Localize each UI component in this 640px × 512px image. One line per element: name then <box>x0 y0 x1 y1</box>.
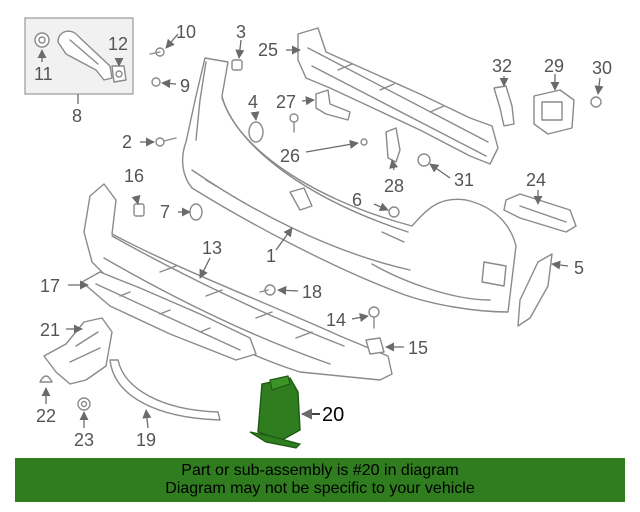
part-20-highlighted[interactable] <box>249 375 302 449</box>
callout-13: 13 <box>202 238 222 258</box>
banner-line-1: Part or sub-assembly is #20 in diagram <box>181 462 459 479</box>
callout-15: 15 <box>408 338 428 358</box>
callout-21: 21 <box>40 320 60 340</box>
part-25-reinforcement[interactable] <box>297 27 499 165</box>
part-27-bracket[interactable] <box>315 89 351 121</box>
info-banner: Part or sub-assembly is #20 in diagram D… <box>15 458 625 502</box>
callout-20: 20 <box>322 404 344 426</box>
inset-box <box>24 17 134 104</box>
part-26-screw[interactable] <box>289 113 368 146</box>
callout-31: 31 <box>454 170 474 190</box>
part-31-nut[interactable] <box>417 153 431 167</box>
callout-26: 26 <box>280 146 300 166</box>
callout-2: 2 <box>122 132 132 152</box>
part-24-reflector[interactable] <box>503 193 577 233</box>
part-4-grommet[interactable] <box>248 121 264 143</box>
callout-11: 11 <box>34 64 53 84</box>
part-28-bracket[interactable] <box>385 127 401 163</box>
callout-8: 8 <box>72 106 82 126</box>
callout-14: 14 <box>326 310 346 330</box>
part-23-washer[interactable] <box>77 397 91 411</box>
part-11-clip[interactable] <box>34 32 50 48</box>
part-18-bolt[interactable] <box>259 284 276 296</box>
callout-9: 9 <box>180 76 190 96</box>
part-2-screw[interactable] <box>155 137 177 147</box>
part-1-bumper-cover[interactable] <box>181 57 517 313</box>
callout-6: 6 <box>352 190 362 210</box>
part-bracket[interactable] <box>57 30 113 81</box>
callout-24: 24 <box>526 170 546 190</box>
part-10-screw[interactable] <box>149 47 165 57</box>
callout-32: 32 <box>492 56 512 76</box>
part-21-bracket[interactable] <box>43 317 113 385</box>
part-29-module[interactable] <box>533 89 575 135</box>
callout-1: 1 <box>266 246 276 266</box>
part-17-skid-plate[interactable] <box>81 271 257 361</box>
part-19-trim[interactable] <box>109 359 221 421</box>
callout-17: 17 <box>40 276 60 296</box>
part-9-bolt[interactable] <box>151 77 161 87</box>
leader-lines <box>37 33 604 429</box>
part-16-clip[interactable] <box>133 203 145 217</box>
part-3-clip[interactable] <box>231 59 243 71</box>
part-7-grommet[interactable] <box>189 203 203 221</box>
callout-28: 28 <box>384 176 404 196</box>
part-15-clip[interactable] <box>365 337 385 355</box>
callout-12: 12 <box>108 34 128 54</box>
callout-27: 27 <box>276 92 296 112</box>
callout-30: 30 <box>592 58 612 78</box>
callout-29: 29 <box>544 56 564 76</box>
callout-3: 3 <box>236 22 246 42</box>
callout-19: 19 <box>136 430 156 450</box>
callout-25: 25 <box>258 40 278 60</box>
part-5-side-piece[interactable] <box>517 253 553 327</box>
part-14-bolt[interactable] <box>368 306 380 329</box>
part-22-pin[interactable] <box>39 375 53 383</box>
callout-18: 18 <box>302 282 322 302</box>
callout-7: 7 <box>160 202 170 222</box>
callout-22: 22 <box>36 406 56 426</box>
callout-23: 23 <box>74 430 94 450</box>
callout-10: 10 <box>176 22 196 42</box>
callout-4: 4 <box>248 92 258 112</box>
part-30-bolt[interactable] <box>590 96 602 108</box>
callout-16: 16 <box>124 166 144 186</box>
part-12-clip[interactable] <box>111 65 127 83</box>
callout-5: 5 <box>574 258 584 278</box>
part-6-bolt[interactable] <box>388 206 400 218</box>
callout-labels: 11 12 8 10 3 9 4 2 25 27 26 28 32 29 30 … <box>34 22 612 450</box>
banner-line-2: Diagram may not be specific to your vehi… <box>165 480 475 497</box>
part-32-bracket[interactable] <box>493 85 515 127</box>
